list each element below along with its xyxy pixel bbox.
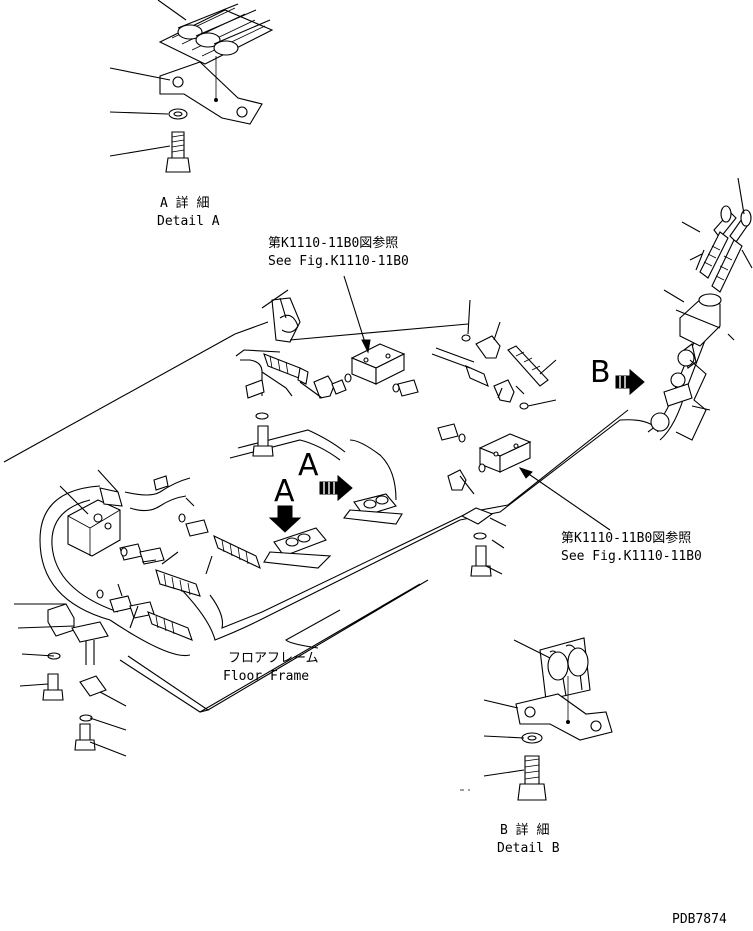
arrows — [268, 275, 645, 649]
floor-frame-label-en: Floor Frame — [223, 669, 310, 684]
drawing-code: PDB7874 — [672, 912, 727, 927]
view-letter-b: B — [590, 355, 611, 390]
detail-a-title-jp: A 詳 細 — [160, 196, 210, 211]
ref-top-jp: 第K1110-11B0図参照 — [268, 236, 399, 251]
floor-frame-label-jp: フロアフレーム — [228, 651, 319, 666]
view-letter-a-lower: A — [274, 474, 295, 509]
detail-b-title-jp: B 詳 細 — [500, 823, 550, 838]
ref-right-en: See Fig.K1110-11B0 — [561, 549, 702, 564]
main-assembly — [3, 177, 753, 757]
detail-a-title-en: Detail A — [157, 214, 220, 229]
detail-b-title-en: Detail B — [497, 841, 560, 856]
ref-right-jp: 第K1110-11B0図参照 — [561, 531, 692, 546]
detail-b-illustration — [460, 637, 613, 801]
ref-top-en: See Fig.K1110-11B0 — [268, 254, 409, 269]
detail-a-illustration — [109, 0, 274, 173]
view-letter-a-upper: A — [298, 448, 319, 483]
